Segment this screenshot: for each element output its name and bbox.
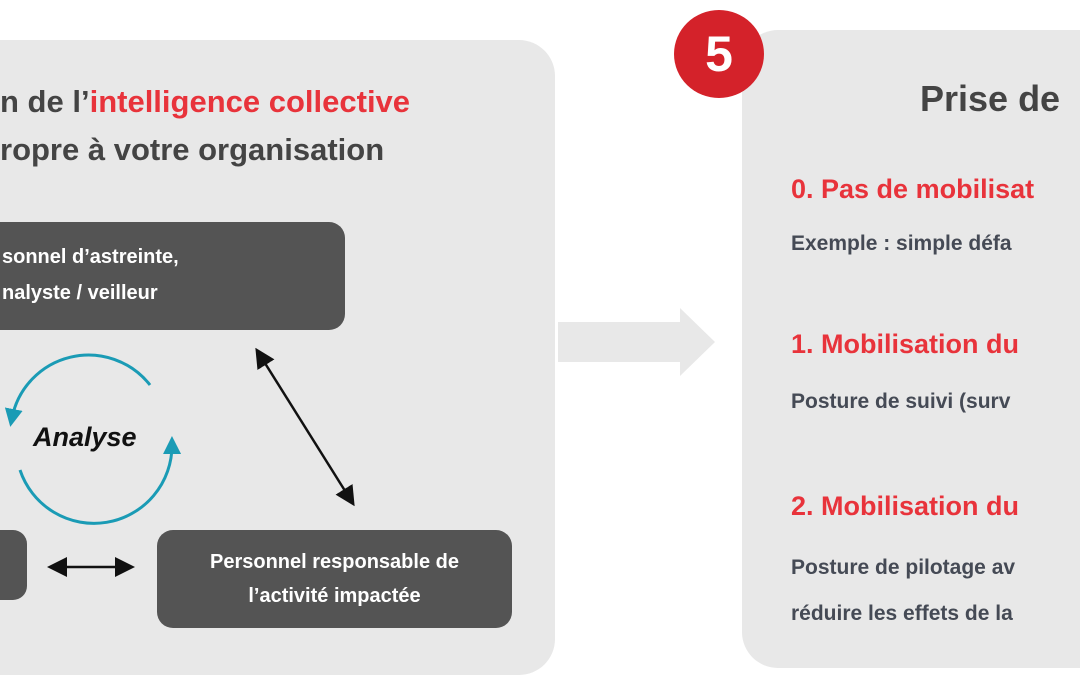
box-impacted-activity-staff: Personnel responsable de l’activité impa… — [157, 530, 512, 628]
level-0-desc: Exemple : simple défa — [791, 232, 1012, 255]
level-2-heading: 2. Mobilisation du — [791, 491, 1019, 521]
box-top-line1: sonnel d’astreinte, — [2, 246, 179, 268]
right-title: Prise de — [920, 78, 1061, 119]
level-2-desc-line1: Posture de pilotage av — [791, 556, 1016, 579]
box-top-line2: nalyste / veilleur — [2, 282, 158, 304]
left-title-line1: n de l’intelligence collective — [0, 84, 410, 120]
level-1-desc: Posture de suivi (surv — [791, 390, 1011, 413]
title-prefix: n de l’ — [0, 84, 90, 119]
level-0-heading: 0. Pas de mobilisat — [791, 174, 1035, 204]
double-arrow-diagonal — [255, 347, 355, 507]
left-title-line2: ropre à votre organisation — [0, 132, 385, 167]
step-badge: 5 — [674, 10, 764, 98]
box-on-call-staff: sonnel d’astreinte, nalyste / veilleur — [0, 222, 345, 330]
flow-arrow-right — [558, 308, 715, 376]
level-1-heading: 1. Mobilisation du — [791, 329, 1019, 359]
cycle-label: Analyse — [33, 422, 137, 452]
title-highlight: intelligence collective — [89, 84, 411, 119]
level-2-desc-line2: réduire les effets de la — [791, 602, 1013, 625]
right-panel — [742, 30, 1080, 668]
box-left-partial — [0, 530, 27, 600]
cycle-arrow-bottom — [18, 436, 182, 525]
box-br-line2: l’activité impactée — [248, 585, 421, 607]
cycle-arrow-top — [4, 353, 152, 427]
box-br-line1: Personnel responsable de — [210, 551, 459, 573]
